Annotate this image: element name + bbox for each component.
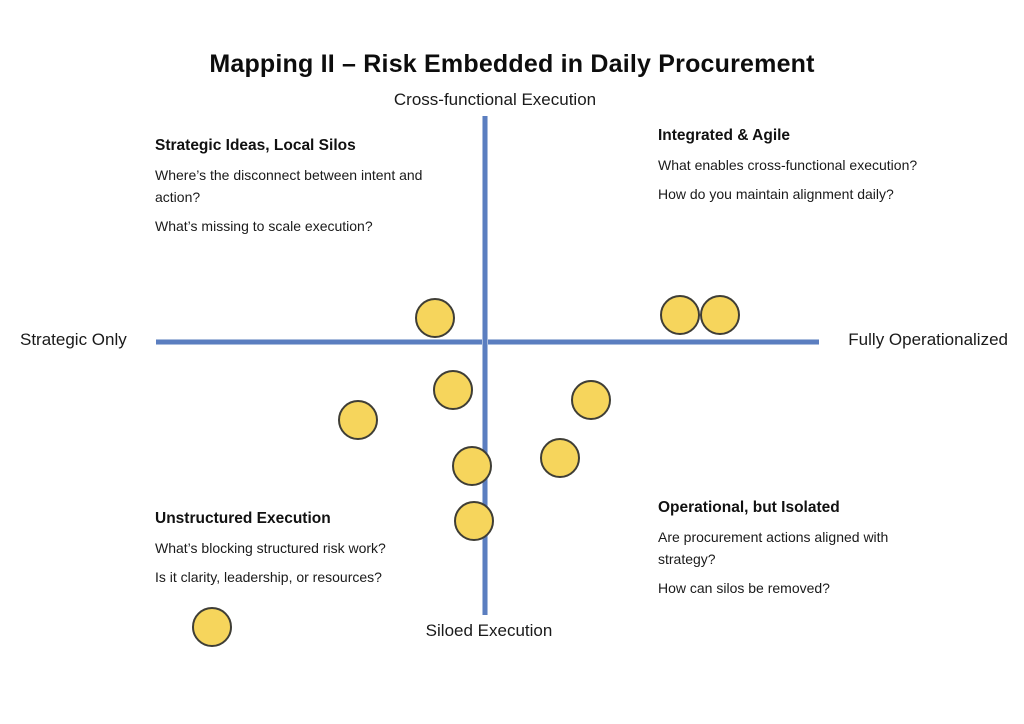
- risk-dot: [660, 295, 700, 335]
- quadrant-question: How can silos be removed?: [658, 580, 830, 597]
- quadrant-question: Is it clarity, leadership, or resources?: [155, 569, 382, 586]
- quadrant-question: How do you maintain alignment daily?: [658, 186, 894, 203]
- quadrant-heading: Strategic Ideas, Local Silos: [155, 137, 356, 154]
- slide-title: Mapping II – Risk Embedded in Daily Proc…: [209, 50, 815, 78]
- risk-dot: [338, 400, 378, 440]
- quadrant-question: What enables cross-functional execution?: [658, 157, 918, 173]
- axis-label-bottom: Siloed Execution: [425, 621, 553, 640]
- quadrant-question: Are procurement actions aligned with str…: [658, 529, 889, 568]
- quadrant-bottom-left: Unstructured Execution What’s blocking s…: [155, 510, 445, 595]
- risk-dot: [454, 501, 494, 541]
- quadrant-bottom-right: Operational, but Isolated Are procuremen…: [658, 499, 913, 606]
- risk-dot: [192, 607, 232, 647]
- risk-dot: [415, 298, 455, 338]
- axis-label-right: Fully Operationalized: [848, 330, 1008, 349]
- quadrant-heading: Integrated & Agile: [658, 127, 791, 144]
- risk-dot: [700, 295, 740, 335]
- quadrant-top-right: Integrated & Agile What enables cross-fu…: [658, 127, 953, 212]
- quadrant-heading: Unstructured Execution: [155, 510, 331, 527]
- quadrant-top-left: Strategic Ideas, Local Silos Where’s the…: [155, 137, 427, 244]
- quadrant-question: Where’s the disconnect between intent an…: [155, 167, 423, 206]
- quadrant-question: What’s blocking structured risk work?: [155, 540, 386, 556]
- quadrant-question: What’s missing to scale execution?: [155, 218, 373, 235]
- risk-dot: [433, 370, 473, 410]
- axis-label-top: Cross-functional Execution: [393, 90, 597, 109]
- risk-dot: [571, 380, 611, 420]
- risk-dot: [540, 438, 580, 478]
- vertical-axis-line: [482, 116, 488, 615]
- axis-label-left: Strategic Only: [20, 330, 127, 349]
- quadrant-heading: Operational, but Isolated: [658, 499, 840, 516]
